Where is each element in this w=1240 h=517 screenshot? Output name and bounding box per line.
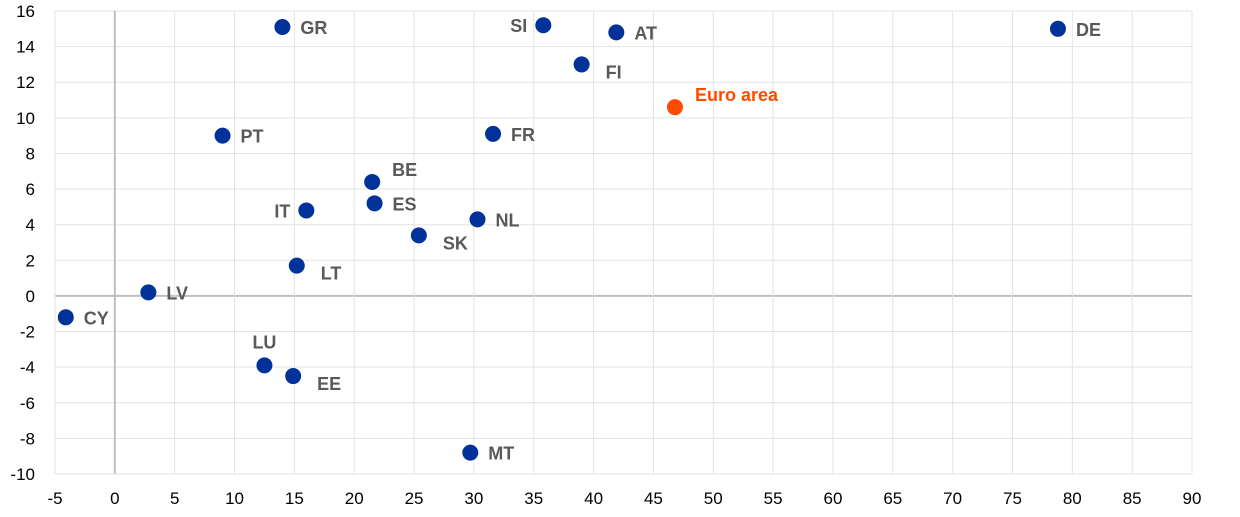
data-label: Euro area <box>695 85 779 105</box>
data-point-marker <box>274 19 291 36</box>
tick-labels: -10 -8 -6 -4 -2 0 2 4 6 8 10 12 14 16 -5 0 5 10 15 20 25 30 35… <box>10 2 1201 508</box>
x-tick-label: 55 <box>764 489 783 508</box>
data-label: ES <box>393 194 417 214</box>
y-tick-label: 8 <box>26 144 35 163</box>
x-tick-label: 80 <box>1063 489 1082 508</box>
point-it: IT <box>274 201 315 221</box>
data-label: CY <box>84 308 109 328</box>
data-label: PT <box>241 127 264 147</box>
y-tick-label: 14 <box>16 38 35 57</box>
x-tick-label: 45 <box>644 489 663 508</box>
x-tick-label: 20 <box>345 489 364 508</box>
point-at: AT <box>608 23 657 43</box>
data-label: LU <box>252 332 276 352</box>
data-point-marker <box>469 211 486 228</box>
data-point-marker <box>608 24 625 41</box>
data-label: FR <box>511 125 535 145</box>
x-tick-label: 60 <box>823 489 842 508</box>
x-tick-label: 70 <box>943 489 962 508</box>
data-point-marker <box>535 17 552 34</box>
data-point-marker <box>256 357 273 374</box>
data-label: GR <box>300 18 327 38</box>
y-tick-label: 2 <box>26 251 35 270</box>
data-point-marker <box>214 127 231 144</box>
x-tick-label: -5 <box>47 489 62 508</box>
y-tick-label: 0 <box>26 287 35 306</box>
x-tick-label: 25 <box>405 489 424 508</box>
x-tick-label: 85 <box>1123 489 1142 508</box>
y-tick-label: 4 <box>26 216 35 235</box>
x-tick-label: 65 <box>883 489 902 508</box>
y-tick-label: -8 <box>20 429 35 448</box>
x-tick-label: 35 <box>524 489 543 508</box>
point-es: ES <box>366 194 417 214</box>
data-label: DE <box>1076 20 1101 40</box>
x-tick-label: 90 <box>1183 489 1202 508</box>
point-fr: FR <box>485 125 535 145</box>
data-point-marker <box>410 227 427 244</box>
data-label: NL <box>495 210 519 230</box>
data-label: SI <box>510 16 527 36</box>
point-si: SI <box>510 16 552 36</box>
point-lv: LV <box>140 283 188 303</box>
y-tick-label: 16 <box>16 2 35 21</box>
point-be: BE <box>364 160 417 190</box>
point-lt: LT <box>288 257 342 284</box>
y-tick-label: -10 <box>10 465 35 484</box>
point-ee: EE <box>285 368 341 394</box>
data-point-marker <box>573 56 590 73</box>
data-label: AT <box>634 23 657 43</box>
point-gr: GR <box>274 18 327 38</box>
data-label: BE <box>392 160 417 180</box>
y-tick-label: -6 <box>20 394 35 413</box>
point-sk: SK <box>410 227 468 253</box>
point-pt: PT <box>214 127 264 147</box>
point-lu: LU <box>252 332 276 374</box>
data-label: MT <box>488 444 514 464</box>
data-label: IT <box>274 201 290 221</box>
y-tick-label: 6 <box>26 180 35 199</box>
point-fi: FI <box>573 56 622 82</box>
x-tick-label: 40 <box>584 489 603 508</box>
data-point-marker <box>140 284 157 301</box>
x-tick-label: 0 <box>110 489 119 508</box>
grid <box>54 10 1193 475</box>
data-point-marker <box>288 257 305 274</box>
data-label: EE <box>317 374 341 394</box>
data-label: FI <box>606 62 622 82</box>
x-tick-label: 10 <box>225 489 244 508</box>
y-tick-label: 12 <box>16 73 35 92</box>
data-point-marker <box>666 99 683 116</box>
data-point-marker <box>1049 20 1066 37</box>
data-point-marker <box>366 195 383 212</box>
data-point-marker <box>298 202 315 219</box>
x-tick-label: 5 <box>170 489 179 508</box>
data-label: LV <box>166 283 188 303</box>
y-tick-label: -4 <box>20 358 35 377</box>
x-tick-label: 15 <box>285 489 304 508</box>
point-nl: NL <box>469 210 519 230</box>
data-point-marker <box>57 309 74 326</box>
data-label: LT <box>321 264 342 284</box>
point-cy: CY <box>57 308 109 328</box>
point-euro-area: Euro area <box>666 85 779 116</box>
y-tick-label: -2 <box>20 323 35 342</box>
data-label: SK <box>443 233 468 253</box>
x-tick-label: 50 <box>704 489 723 508</box>
x-tick-label: 75 <box>1003 489 1022 508</box>
data-point-marker <box>462 444 479 461</box>
x-tick-label: 30 <box>464 489 483 508</box>
y-tick-label: 10 <box>16 109 35 128</box>
data-point-marker <box>485 125 502 142</box>
point-mt: MT <box>462 444 514 464</box>
point-de: DE <box>1049 20 1101 40</box>
data-point-marker <box>285 368 302 385</box>
data-point-marker <box>364 173 381 190</box>
